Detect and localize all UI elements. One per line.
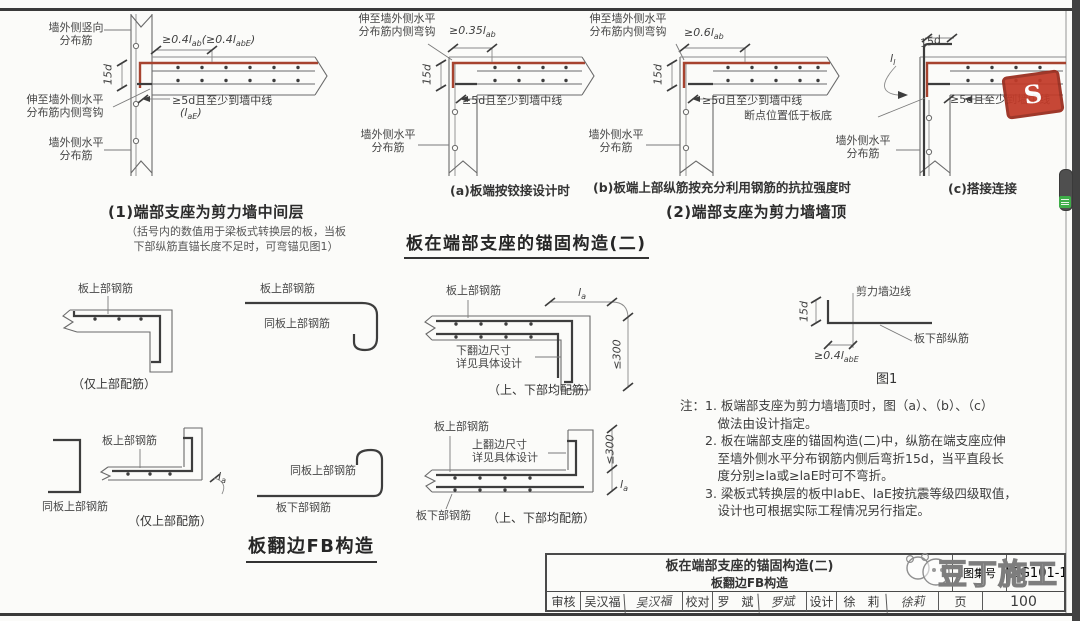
review-label: 审核: [551, 595, 576, 609]
d1-wall-vertical-dist-label: 墙外侧竖向 分布筋: [48, 21, 104, 47]
b6-dim-300: ≤300: [603, 434, 617, 465]
d1-dim-04lab: ≥0.4lab(≥0.4labE): [162, 33, 256, 49]
diagram-c-linework: [877, 33, 1066, 176]
db-dim-06lab: ≥0.6lab: [684, 26, 724, 42]
fb-row2-mid-linework: [424, 424, 618, 510]
diagram-b-linework: [646, 43, 840, 176]
b5-bottom-bar-label: 板下部钢筋: [276, 501, 331, 514]
db-dim-15d: 15d: [651, 64, 665, 85]
diagram-1-linework: [104, 14, 328, 176]
page-label: 页: [938, 592, 982, 611]
fb-row2-hook-linework: [257, 448, 384, 498]
atlas-number-label: 图集号: [952, 555, 1006, 591]
page-bottom-border: [0, 613, 1080, 616]
main-heading: 板在端部支座的锚固构造(二): [404, 229, 649, 259]
b1-top-bar-label: 板上部钢筋: [78, 282, 133, 295]
check-label: 校对: [682, 592, 712, 611]
fb-row1-left-linework: [62, 296, 173, 373]
check-signature: 罗斌: [757, 590, 807, 613]
page-top-border: [0, 8, 1080, 11]
caption-b: (b)板端上部纵筋按充分利用钢筋的抗拉强度时: [593, 180, 851, 195]
da-wall-horiz-dist-label: 墙外侧水平 分布筋: [360, 128, 416, 154]
b6-caption: （上、下部均配筋）: [487, 511, 596, 525]
d1-dim-laE: (laE): [180, 106, 202, 122]
db-wall-horiz-dist-label: 墙外侧水平 分布筋: [588, 128, 644, 154]
design-name: 徐 莉: [836, 592, 886, 611]
b3-dim-la: la: [578, 286, 586, 302]
caption-1-middle-floor: (1)端部支座为剪力墙中间层: [108, 203, 305, 221]
b4-same-bar-label: 同板上部钢筋: [42, 500, 108, 513]
b1-caption: （仅上部配筋）: [72, 377, 157, 391]
b6-bottom-bar-label: 板下部钢筋: [416, 509, 471, 522]
title-block-title-line1: 板在端部支座的锚固构造(二): [665, 559, 834, 574]
fb-row1-mid-linework: [424, 297, 634, 392]
b3-caption: （上、下部均配筋）: [488, 383, 597, 397]
title-block-title-line2: 板翻边FB构造: [710, 576, 789, 590]
dc-dim-ll: ll: [890, 52, 896, 68]
caption-1-note: （括号内的数值用于梁板式转换层的板，当板 下部纵筋直锚长度不足时，可弯锚见图1）: [126, 225, 346, 253]
diagram-a-linework: [418, 43, 595, 176]
b3-flange-note: 下翻边尺寸 详见具体设计: [456, 344, 522, 370]
fig1-caption: 图1: [876, 372, 898, 387]
douding-watermark-text: 豆丁施工: [937, 556, 1059, 591]
da-dim-5d: ≥5d且至少到墙中线: [462, 94, 563, 107]
caption-a: (a)板端按铰接设计时: [450, 183, 570, 198]
b6-top-bar-label: 板上部钢筋: [434, 420, 489, 433]
d1-dim-15d: 15d: [101, 64, 115, 85]
fb-heading: 板翻边FB构造: [246, 532, 377, 563]
watermark-face-icon: [906, 552, 950, 586]
page-number: 100: [982, 592, 1064, 611]
title-block-title-cell: 板在端部支座的锚固构造(二) 板翻边FB构造: [547, 555, 952, 591]
window-edge-strip: [1072, 0, 1080, 621]
b4-caption: （仅上部配筋）: [128, 514, 213, 528]
dc-wall-horiz-dist-label: 墙外侧水平 分布筋: [835, 134, 891, 160]
scrollbar-grip-icon[interactable]: [1059, 196, 1071, 208]
da-hook-label: 伸至墙外侧水平 分布筋内侧弯钩: [358, 12, 436, 38]
title-block-row-1: 板在端部支座的锚固构造(二) 板翻边FB构造 图集号 16G101-1: [547, 555, 1064, 591]
fig1-linework: [810, 293, 932, 350]
title-block-row-2: 审核 吴汉福 吴汉福 校对 罗 斌 罗斌 设计 徐 莉 徐莉 页 100: [547, 590, 1064, 613]
design-label: 设计: [806, 592, 836, 611]
da-dim-035lab: ≥0.35lab: [449, 24, 496, 40]
b2-same-bar-label: 同板上部钢筋: [264, 317, 330, 330]
notes-block: 注：1. 板端部支座为剪力墙墙顶时，图（a）、（b）、（c） 做法由设计指定。 …: [680, 398, 1017, 518]
b3-dim-300: ≤300: [610, 339, 624, 370]
db-hook-label: 伸至墙外侧水平 分布筋内侧弯钩: [589, 12, 667, 38]
caption-c: (c)搭接连接: [948, 181, 1017, 196]
b6-dim-la: la: [620, 478, 628, 494]
fig1-dim-15d: 15d: [797, 301, 811, 322]
b6-flange-note: 上翻边尺寸 详见具体设计: [472, 438, 538, 464]
b5-same-bar-label: 同板上部钢筋: [290, 464, 356, 477]
fb-row2-left-linework: [48, 427, 225, 495]
review-signature: 吴汉福: [623, 590, 683, 613]
d1-hook-label: 伸至墙外侧水平 分布筋内侧弯钩: [26, 93, 104, 119]
d1-dim-5d: ≥5d且至少到墙中线: [172, 94, 273, 107]
fig1-dim-04labE: ≥0.4labE: [814, 349, 859, 365]
b3-top-bar-label: 板上部钢筋: [446, 284, 501, 297]
da-dim-15d: 15d: [420, 64, 434, 85]
b2-top-bar-label: 板上部钢筋: [260, 282, 315, 295]
b4-dim-la: la: [218, 470, 226, 486]
fb-row1-hook-linework: [245, 301, 379, 352]
b4-top-bar-label: 板上部钢筋: [102, 434, 157, 447]
dc-break-point-label: 断点位置低于板底: [744, 109, 832, 122]
title-block: 板在端部支座的锚固构造(二) 板翻边FB构造 图集号 16G101-1 审核 吴…: [545, 553, 1066, 613]
fig1-wall-edge-label: 剪力墙边线: [856, 285, 911, 298]
atlas-number-value: 16G101-1: [1006, 555, 1064, 591]
fig1-bottom-bar-label: 板下部纵筋: [914, 332, 969, 345]
db-dim-5d: ≥5d且至少到墙中线: [702, 94, 803, 107]
caption-2-wall-top: (2)端部支座为剪力墙墙顶: [666, 203, 847, 221]
watermark-s-logo-icon: S: [1001, 69, 1065, 120]
d1-wall-horiz-dist-label: 墙外侧水平 分布筋: [48, 136, 104, 162]
check-name: 罗 斌: [712, 592, 758, 611]
review-name: 吴汉福: [580, 592, 624, 611]
